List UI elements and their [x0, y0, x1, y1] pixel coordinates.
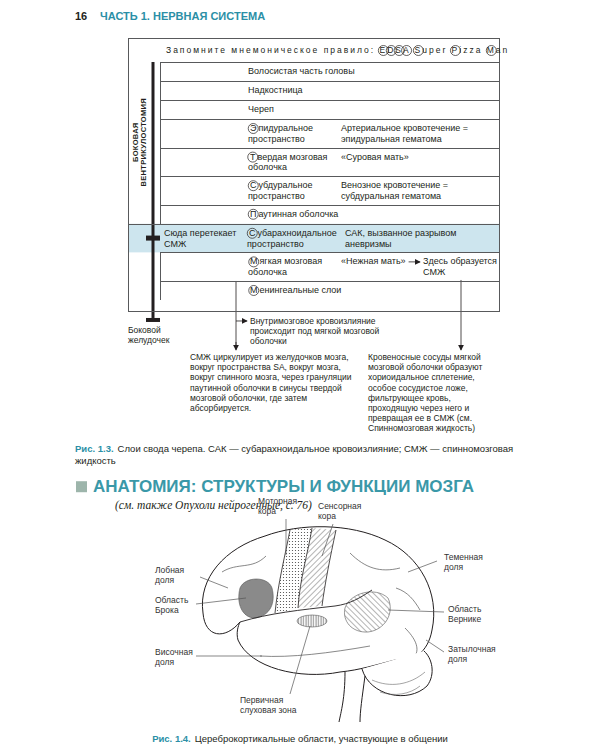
caption-text: Цереброкортикальные области, участвующие…: [195, 733, 448, 744]
heading-marker: [76, 481, 87, 492]
brain-sulcus: [222, 553, 420, 656]
layer-name: Твердая мозговая оболочка: [248, 152, 336, 174]
layer-band: Надкостница: [160, 81, 500, 100]
part-label: Область Брока: [155, 596, 200, 616]
layer-band: Твердая мозговая оболочка «Суровая мать»: [160, 148, 500, 177]
figure-caption: Рис. 1.4. Цереброкортикальные области, уч…: [75, 733, 525, 745]
layer-name: Субдуральное пространство: [248, 180, 328, 202]
part-label: Лобная доля: [155, 566, 200, 586]
layer-band: Череп: [160, 100, 500, 119]
layer-name: Надкостница: [248, 85, 303, 96]
layer-note: «Нежная мать»: [341, 256, 406, 267]
brain-sulcus: [240, 590, 372, 622]
note: Боковой желудочек: [128, 325, 188, 345]
layer-name: Мягкая мозговая оболочка: [248, 256, 326, 278]
part-label: Затылочная доля: [448, 645, 508, 665]
layer-note: Здесь образуется СМЖ: [423, 256, 499, 278]
arrow: [236, 320, 247, 321]
figure-number: Рис. 1.4.: [152, 733, 191, 744]
running-head: ЧАСТЬ 1. НЕРВНАЯ СИСТЕМА: [100, 10, 265, 23]
note-paragraph: СМЖ циркулирует из желудочков мозга, вок…: [190, 352, 358, 413]
layer-band: Субдуральное пространство Венозное кровот…: [160, 176, 500, 205]
part-label: Первичная слуховая зона: [240, 696, 310, 716]
layer-band: Паутинная оболочка: [160, 205, 500, 224]
leader-line: [236, 281, 237, 349]
layer-band: Менингеальные слои: [160, 281, 500, 300]
band-marker: [146, 236, 160, 241]
note: Внутримозговое кровоизлияние происходит …: [250, 316, 415, 347]
layer-band: Эпидуральное пространство Артериальное кр…: [160, 119, 500, 148]
cerebellum-folia: [372, 672, 425, 694]
figure-caption: Рис. 1.3.Слои свода черепа. САК — субара…: [75, 443, 525, 467]
vertical-label: БОКОВАЯ ВЕНТРИКУЛОСТОМИЯ: [132, 93, 149, 193]
layer-name: Эпидуральное пространство: [248, 123, 328, 145]
caption-text: Слои свода черепа. САК — субарахноидальн…: [75, 443, 513, 466]
layer-name: Волосистая часть головы: [248, 66, 355, 77]
highlight-band: Сюда перетекает СМЖ Субарахноидальное про…: [128, 224, 500, 253]
brain-outline: [202, 527, 433, 675]
ventriculostomy-line: [152, 62, 155, 318]
row-arrow: [409, 261, 420, 262]
part-label: Височная доля: [155, 648, 200, 668]
part-label: Теменная доля: [444, 553, 499, 573]
arrow: [461, 280, 462, 350]
cerebellum: [362, 651, 432, 696]
layer-note: САК, вызванное разрывом аневризмы: [345, 228, 495, 250]
auditory-area: [297, 615, 327, 627]
leader-line: [196, 519, 444, 694]
figure-number: Рис. 1.3.: [75, 443, 114, 454]
mnemonic-text: Запомните мнемоническое правило: EDSA Su…: [166, 45, 496, 55]
layer-note: Венозное кровотечение = субдуральная гем…: [341, 180, 491, 202]
layer-band: Мягкая мозговая оболочка «Нежная мать» Зде…: [160, 252, 500, 281]
part-label: Сенсорная кора: [318, 502, 370, 522]
section-heading: АНАТОМИЯ: СТРУКТУРЫ И ФУНКЦИИ МОЗГА: [93, 477, 474, 497]
layer-name: Паутинная оболочка: [248, 209, 338, 220]
arrow: [236, 342, 237, 350]
layer-name: Менингеальные слои: [248, 285, 341, 296]
part-label: Область Вернике: [448, 605, 503, 625]
brain-sulcus: [275, 528, 336, 613]
brainstem: [339, 672, 365, 722]
layer-note: Артериальное кровотечение = эпидуральная…: [341, 123, 491, 145]
layer-note: «Суровая мать»: [341, 152, 409, 163]
wernicke-area: [344, 592, 390, 632]
layer-name: Сюда перетекает СМЖ: [164, 228, 238, 250]
layer-band: Волосистая часть головы: [160, 62, 500, 81]
figure-frame: Запомните мнемоническое правило: EDSA Su…: [128, 38, 500, 312]
layer-name: Череп: [248, 104, 274, 115]
band-fill: [129, 224, 500, 253]
layer-note: Субарахноидальное пространство: [247, 228, 339, 250]
ventricle-marker: [146, 318, 160, 322]
part-label: Моторная кора: [258, 497, 308, 517]
note-paragraph: Кровеносные сосуды мягкой мозговой оболо…: [368, 352, 503, 434]
page-number: 16: [75, 10, 87, 23]
